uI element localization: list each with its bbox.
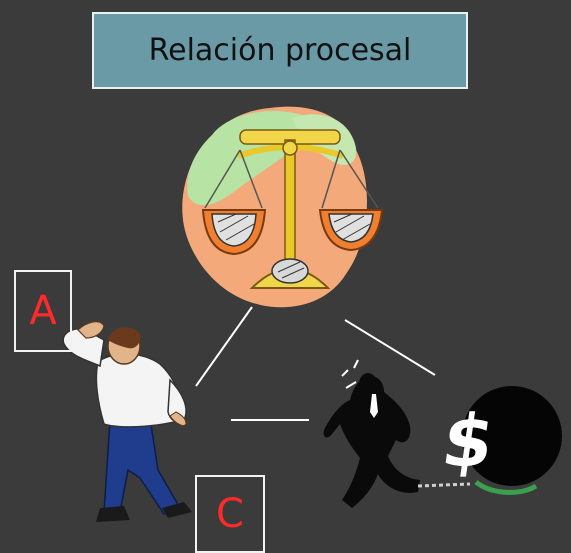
chained-man-with-money-ball-icon	[323, 359, 562, 508]
label-a: A	[29, 288, 57, 334]
scales-of-justice-icon	[182, 106, 384, 308]
line-judge-to-c	[344, 319, 436, 376]
thinking-man-icon	[62, 321, 192, 522]
line-judge-to-a	[195, 306, 253, 387]
money-symbol: $	[437, 400, 499, 484]
title-box: Relación procesal	[92, 12, 468, 89]
label-box-c: C	[195, 475, 265, 553]
label-box-a: A	[14, 270, 72, 352]
label-c: C	[216, 491, 244, 537]
page-title: Relación procesal	[148, 33, 412, 68]
